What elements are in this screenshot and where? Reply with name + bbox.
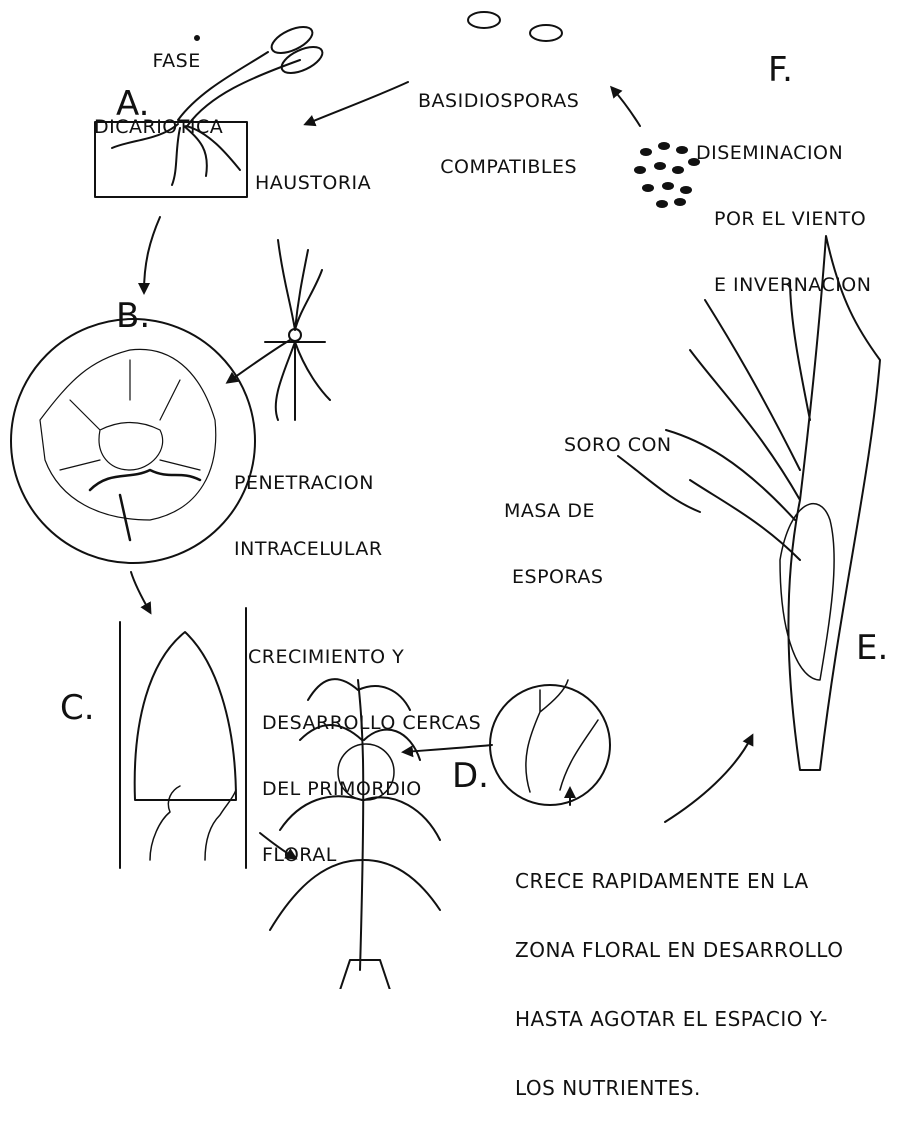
arrow-b-to-c <box>131 572 150 612</box>
cell-magnification-circle <box>11 319 255 563</box>
stage-d-letter: D. <box>452 758 489 794</box>
stage-f-illustration <box>634 142 700 208</box>
basidiospores-line-2: COMPATIBLES <box>418 156 579 178</box>
stage-a-phase-line-1: FASE <box>94 50 223 72</box>
basidiospores-line-1: BASIDIOSPORAS <box>418 90 579 112</box>
stage-a-structure-label: HAUSTORIA <box>255 172 371 194</box>
teliospore <box>672 166 684 174</box>
stage-b-caption-line-1: PENETRACION <box>234 472 383 494</box>
stage-f-caption-line-1: DISEMINACION <box>696 142 871 164</box>
stage-a-letter: A. <box>116 86 149 122</box>
arrow-seedling-to-b <box>228 340 290 382</box>
teliospore <box>676 146 688 154</box>
stage-c-caption-line-4: FLORAL <box>248 844 481 866</box>
stage-d-caption-line-4: LOS NUTRIENTES. <box>515 1077 843 1100</box>
stage-a-phase-line-2: DICARIOTICA <box>94 116 223 138</box>
spore-cell <box>278 42 326 79</box>
basidiospore <box>468 12 500 28</box>
teliospore <box>654 162 666 170</box>
stage-e-caption-line-3: ESPORAS <box>504 566 672 588</box>
spore-cell <box>268 22 316 59</box>
teliospore <box>634 166 646 174</box>
stage-c-illustration <box>120 608 246 868</box>
stage-b-caption-line-2: INTRACELULAR <box>234 538 383 560</box>
stage-e-caption: SORO CON MASA DE ESPORAS <box>504 390 672 610</box>
stage-c-letter: C. <box>60 690 95 726</box>
stage-c-caption: CRECIMIENTO Y DESARROLLO CERCAS DEL PRIM… <box>248 602 481 888</box>
teliospore <box>658 142 670 150</box>
floral-primordium <box>135 632 236 800</box>
stage-c-caption-line-1: CRECIMIENTO Y <box>248 646 481 668</box>
arrow-d-to-e <box>665 736 752 822</box>
mycelium-c <box>150 786 236 860</box>
stage-d-caption-line-1: CRECE RAPIDAMENTE EN LA <box>515 870 843 893</box>
teliospore <box>642 184 654 192</box>
arrow-a-to-b <box>144 217 160 292</box>
stage-d-caption-line-3: HASTA AGOTAR EL ESPACIO Y- <box>515 1008 843 1031</box>
cell-network <box>40 349 216 520</box>
stage-b-letter: B. <box>116 298 150 334</box>
basidiospore <box>530 25 562 41</box>
teliospore <box>640 148 652 156</box>
stage-e-caption-line-2: MASA DE <box>504 500 672 522</box>
stage-f-caption: DISEMINACION POR EL VIENTO E INVERNACION <box>696 98 871 318</box>
penetrating-hyphae <box>90 470 200 540</box>
stage-c-caption-line-3: DEL PRIMORDIO <box>248 778 481 800</box>
stage-d-caption-line-2: ZONA FLORAL EN DESARROLLO <box>515 939 843 962</box>
stage-e-caption-line-1: SORO CON <box>504 434 672 456</box>
teliospore <box>674 198 686 206</box>
stage-f-letter: F. <box>768 52 793 88</box>
teliospore <box>680 186 692 194</box>
stage-d-caption: CRECE RAPIDAMENTE EN LA ZONA FLORAL EN D… <box>515 824 843 1123</box>
stage-e-letter: E. <box>856 630 888 666</box>
stage-c-caption-line-2: DESARROLLO CERCAS <box>248 712 481 734</box>
teliospore <box>662 182 674 190</box>
stage-a-phase-label: FASE DICARIOTICA <box>94 6 223 160</box>
basidiospores <box>468 12 562 41</box>
arrow-e-to-f <box>612 88 640 126</box>
stage-f-caption-line-2: POR EL VIENTO <box>696 208 871 230</box>
arrow-f-to-a <box>306 82 408 124</box>
teliospore <box>656 200 668 208</box>
stage-b-caption: PENETRACION INTRACELULAR <box>234 428 383 582</box>
basidiospores-label: BASIDIOSPORAS COMPATIBLES <box>418 46 579 200</box>
stage-f-caption-line-3: E INVERNACION <box>696 274 871 296</box>
